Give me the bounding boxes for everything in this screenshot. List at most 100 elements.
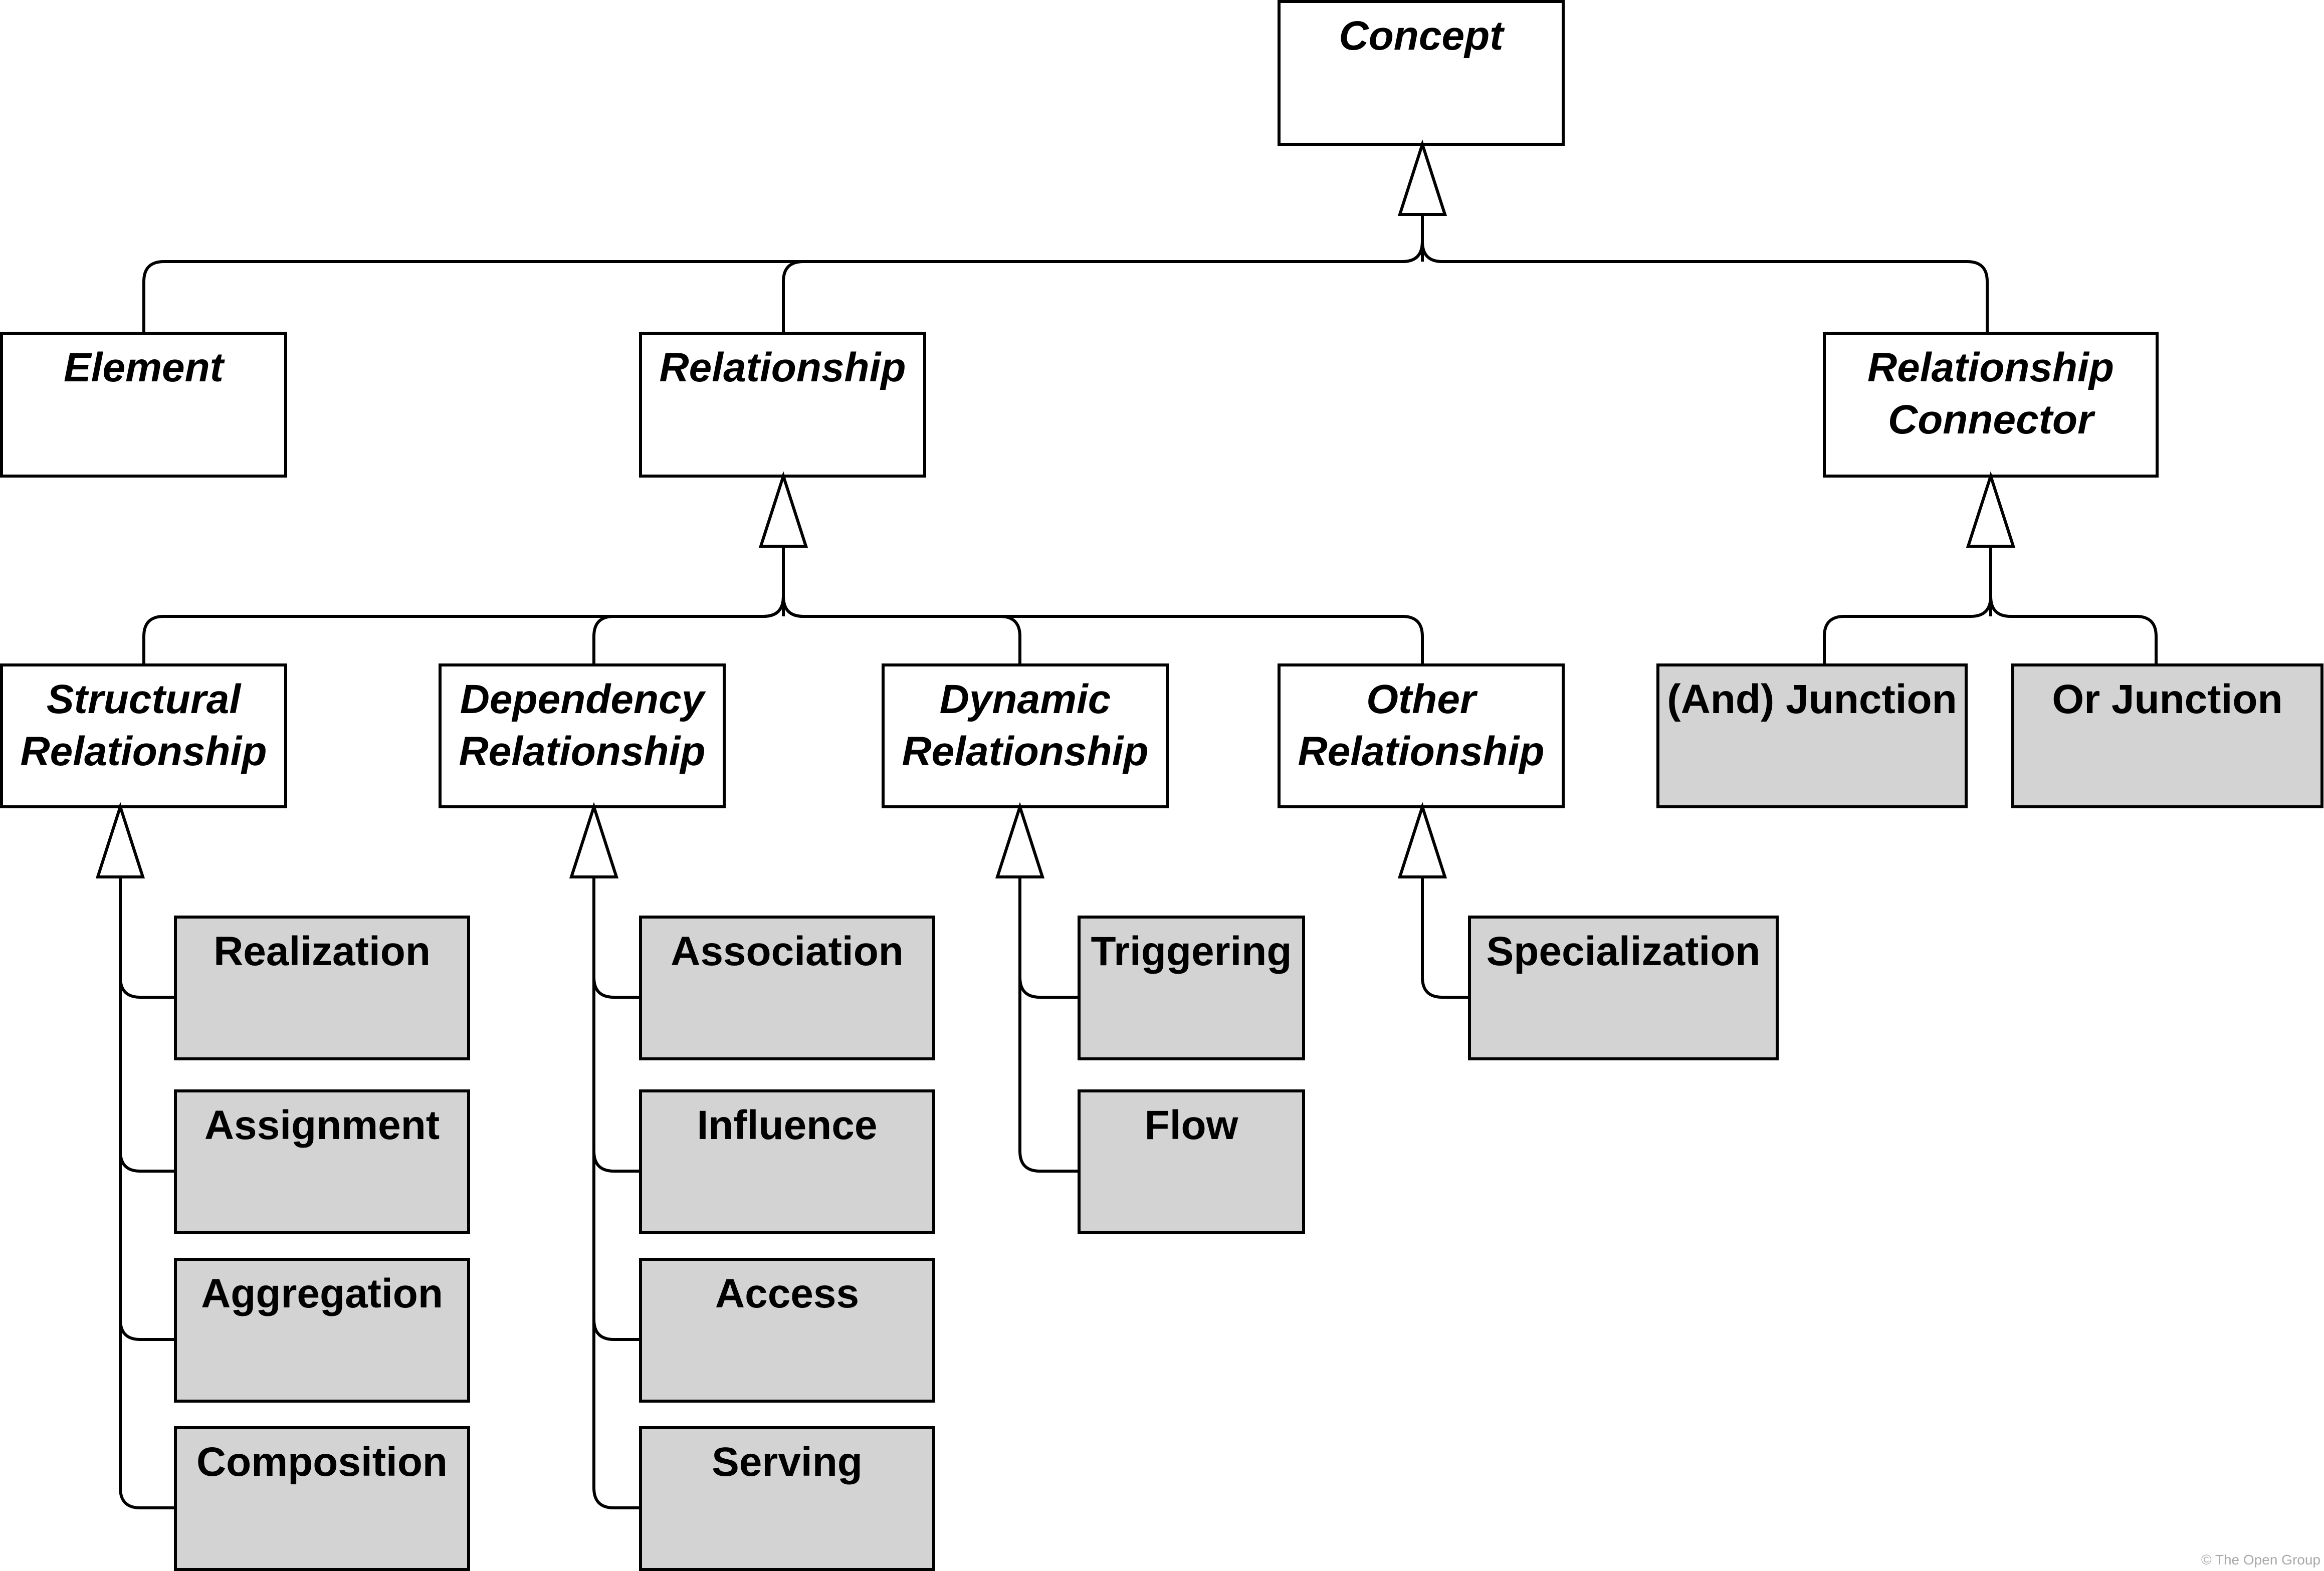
node-serving: Serving	[639, 1426, 935, 1571]
node-triggering: Triggering	[1078, 916, 1305, 1060]
node-label: Dynamic	[940, 677, 1111, 722]
generalization-edges	[119, 214, 2158, 1509]
node-box	[639, 1426, 935, 1571]
node-label: Relationship	[459, 729, 705, 774]
generalization-arrowhead-structural-relationship	[95, 802, 145, 878]
node-box	[1468, 916, 1779, 1060]
generalization-arrowhead-other-relationship	[1397, 802, 1447, 878]
generalization-line-association	[592, 877, 641, 999]
node-relationship: Relationship	[639, 332, 926, 478]
node-label: Aggregation	[201, 1271, 443, 1316]
node-box	[1278, 0, 1565, 146]
node-composition: Composition	[174, 1426, 470, 1571]
node-box	[0, 332, 287, 478]
generalization-other-relationship	[1421, 877, 1469, 999]
generalization-structural-relationship	[119, 877, 175, 1509]
generalization-line-specialization	[1421, 877, 1469, 999]
generalization-line-assignment	[119, 877, 175, 1173]
node-influence: Influence	[639, 1089, 935, 1234]
node-box	[1078, 916, 1305, 1060]
node-element: Element	[0, 332, 287, 478]
node-box	[2011, 663, 2323, 808]
generalization-line-realization	[119, 877, 175, 999]
generalization-arrowheads	[95, 139, 2016, 878]
node-box	[174, 1258, 470, 1403]
generalization-arrowhead-concept	[1397, 139, 1447, 216]
node-label: Relationship	[1298, 729, 1544, 774]
node-box	[174, 916, 470, 1060]
node-label: Flow	[1145, 1102, 1238, 1148]
node-label: (And) Junction	[1667, 677, 1957, 722]
node-label: Concept	[1339, 13, 1506, 59]
node-box	[174, 1426, 470, 1571]
node-box	[639, 332, 926, 478]
node-box	[1656, 663, 1968, 808]
generalization-line-structural-relationship	[142, 596, 785, 665]
generalization-line-or-junction	[1989, 596, 2158, 665]
node-label: Relationship	[20, 729, 267, 774]
generalization-arrowhead-relationship-connector	[1966, 471, 2016, 548]
node-label: Dependency	[460, 677, 707, 722]
generalization-line-serving	[592, 877, 641, 1509]
node-label: Triggering	[1091, 929, 1292, 974]
node-label: Element	[64, 345, 226, 390]
generalization-relationship	[142, 546, 1424, 665]
generalization-line-triggering	[1018, 877, 1079, 999]
node-association: Association	[639, 916, 935, 1060]
node-label: Specialization	[1487, 929, 1761, 974]
node-box	[1823, 332, 2159, 478]
node-label: Connector	[1888, 397, 2095, 442]
node-and-junction: (And) Junction	[1656, 663, 1968, 808]
node-label: Other	[1366, 677, 1478, 722]
node-access: Access	[639, 1258, 935, 1403]
node-label: Relationship	[902, 729, 1148, 774]
node-box	[1078, 1089, 1305, 1234]
generalization-dependency-relationship	[592, 877, 641, 1509]
node-flow: Flow	[1078, 1089, 1305, 1234]
node-label: Association	[671, 929, 904, 974]
node-assignment: Assignment	[174, 1089, 470, 1234]
generalization-line-influence	[592, 877, 641, 1173]
generalization-line-aggregation	[119, 877, 175, 1341]
generalization-dynamic-relationship	[1018, 877, 1079, 1173]
generalization-arrowhead-relationship	[758, 471, 808, 548]
node-box	[174, 1089, 470, 1234]
generalization-relationship-connector	[1823, 546, 2158, 665]
node-label: Relationship	[659, 345, 906, 390]
generalization-line-flow	[1018, 877, 1079, 1173]
node-box	[639, 916, 935, 1060]
node-label: Influence	[697, 1102, 878, 1148]
node-specialization: Specialization	[1468, 916, 1779, 1060]
generalization-line-dynamic-relationship	[782, 596, 1021, 665]
generalization-line-composition	[119, 877, 175, 1509]
node-box	[439, 663, 726, 808]
generalization-line-dependency-relationship	[592, 596, 785, 665]
node-realization: Realization	[174, 916, 470, 1060]
generalization-concept	[142, 214, 1989, 333]
node-label: Or Junction	[2052, 677, 2282, 722]
generalization-arrowhead-dynamic-relationship	[995, 802, 1045, 878]
node-concept: Concept	[1278, 0, 1565, 146]
generalization-line-relationship-connector	[1421, 241, 1989, 333]
generalization-line-access	[592, 877, 641, 1341]
node-box	[639, 1089, 935, 1234]
node-aggregation: Aggregation	[174, 1258, 470, 1403]
node-label: Serving	[712, 1439, 863, 1485]
node-label: Realization	[214, 929, 431, 974]
node-label: Composition	[196, 1439, 448, 1485]
node-label: Access	[715, 1271, 859, 1316]
node-label: Structural	[47, 677, 242, 722]
node-label: Relationship	[1867, 345, 2114, 390]
generalization-arrowhead-dependency-relationship	[569, 802, 619, 878]
generalization-line-relationship	[782, 241, 1424, 333]
copyright-notice: © The Open Group	[2201, 1552, 2320, 1567]
node-label: Assignment	[204, 1102, 440, 1148]
node-box	[882, 663, 1169, 808]
